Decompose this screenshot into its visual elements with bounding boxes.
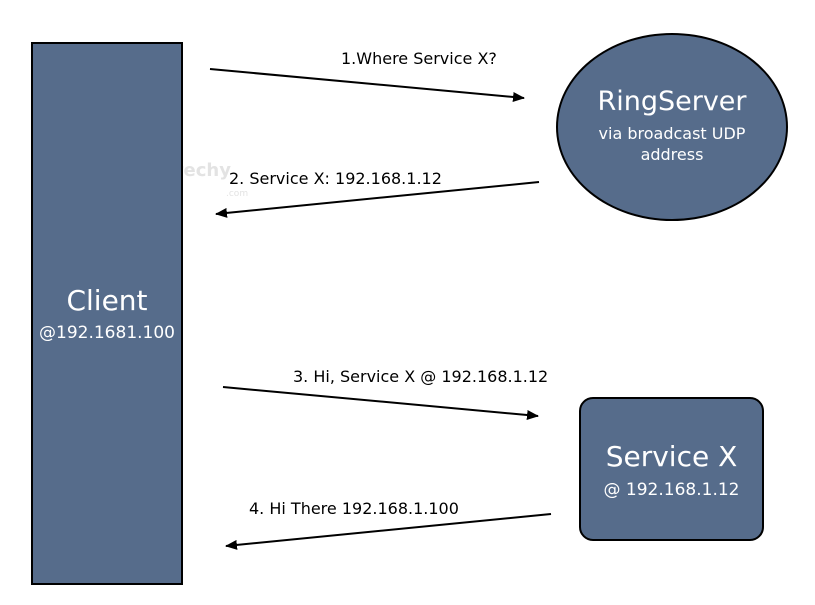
- message-3-label: 3. Hi, Service X @ 192.168.1.12: [293, 367, 549, 386]
- ringserver-description: via broadcast UDP address: [598, 124, 746, 164]
- arrow-3: [222, 386, 539, 420]
- message-4-label: 4. Hi There 192.168.1.100: [249, 499, 459, 518]
- watermark-domain: .com: [226, 189, 249, 199]
- message-1-label: 1.Where Service X?: [341, 49, 497, 68]
- client-title: Client: [66, 284, 148, 317]
- servicex-title: Service X: [605, 440, 738, 473]
- servicex-node: Service X @ 192.168.1.12: [579, 397, 764, 541]
- servicex-address: @ 192.168.1.12: [603, 480, 740, 500]
- client-address: @192.1681.100: [39, 323, 175, 343]
- arrow-4: [225, 513, 552, 550]
- ringserver-title: RingServer: [597, 86, 747, 117]
- client-node: Client @192.1681.100: [31, 42, 183, 585]
- arrow-1: [209, 68, 525, 102]
- ringserver-node: RingServer via broadcast UDP address: [556, 33, 788, 221]
- arrow-2: [215, 181, 540, 218]
- message-2-label: 2. Service X: 192.168.1.12: [229, 169, 442, 188]
